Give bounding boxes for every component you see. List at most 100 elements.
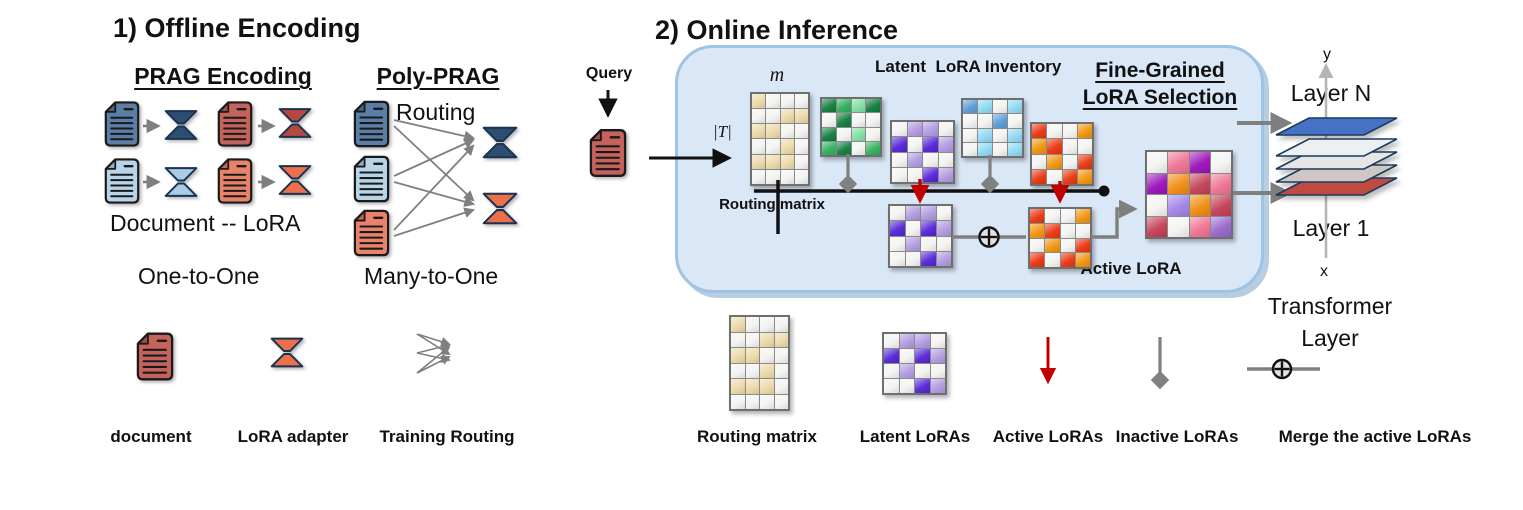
selected-lora-matrix-purple — [888, 204, 953, 268]
matrix-cell — [1168, 173, 1189, 194]
routing-label: Routing — [396, 99, 476, 125]
matrix-cell — [1047, 139, 1062, 154]
matrix-cell — [780, 94, 794, 109]
matrix-cell — [905, 236, 920, 251]
matrix-cell — [1075, 238, 1090, 253]
matrix-cell — [1147, 216, 1168, 237]
legend-label-routing-matrix: Routing matrix — [697, 427, 817, 446]
lora-adapter-icon — [482, 192, 518, 225]
matrix-cell — [907, 137, 922, 152]
matrix-cell — [963, 128, 977, 142]
selected-lora-matrix-red — [1028, 207, 1092, 269]
transformer-layer-mid — [1275, 138, 1398, 157]
matrix-cell — [884, 334, 899, 348]
document-icon — [353, 209, 390, 257]
document-icon — [104, 101, 140, 147]
matrix-cell — [822, 113, 836, 127]
legend-label-merge-active-loras: Merge the active LoRAs — [1278, 427, 1472, 446]
matrix-cell — [1147, 195, 1168, 216]
matrix-cell — [915, 364, 930, 378]
matrix-cell — [890, 221, 905, 236]
matrix-cell — [890, 251, 905, 266]
matrix-cell — [1045, 223, 1060, 238]
matrix-cell — [731, 332, 745, 347]
matrix-cell — [1047, 154, 1062, 169]
training-routing-icon — [416, 333, 451, 374]
legend-label-document: document — [110, 427, 192, 446]
many-to-one-caption: Many-to-One — [364, 263, 499, 289]
matrix-cell — [890, 236, 905, 251]
matrix-cell — [905, 251, 920, 266]
matrix-cell — [884, 379, 899, 393]
matrix-cell — [1077, 154, 1092, 169]
matrix-cell — [745, 348, 759, 363]
latent-lora-matrix-red — [1030, 122, 1094, 186]
matrix-cell — [794, 109, 808, 124]
matrix-cell — [752, 94, 766, 109]
matrix-cell — [766, 124, 780, 139]
tasks-dimension-label: |T| — [713, 122, 732, 141]
lora-adapter-icon — [482, 126, 518, 159]
legend-label-active-loras: Active LoRAs — [992, 427, 1104, 446]
matrix-cell — [794, 124, 808, 139]
matrix-cell — [836, 127, 851, 141]
section-title-online: 2) Online Inference — [655, 15, 899, 45]
latent-lora-matrix-blue — [961, 98, 1024, 158]
matrix-cell — [930, 334, 945, 348]
matrix-cell — [1189, 152, 1210, 173]
matrix-cell — [774, 348, 788, 363]
matrix-cell — [1047, 124, 1062, 139]
matrix-cell — [938, 152, 953, 167]
matrix-cell — [774, 363, 788, 378]
matrix-cell — [892, 137, 907, 152]
transformer-layer-stack — [1275, 117, 1398, 196]
lora-adapter-icon — [278, 165, 312, 195]
matrix-cell — [923, 167, 938, 182]
matrix-cell — [766, 139, 780, 154]
matrix-cell — [892, 167, 907, 182]
transformer-caption-line2: Layer — [1301, 325, 1359, 351]
matrix-cell — [731, 363, 745, 378]
matrix-cell — [780, 154, 794, 169]
matrix-cell — [963, 114, 977, 128]
matrix-cell — [780, 109, 794, 124]
matrix-cell — [892, 152, 907, 167]
matrix-cell — [760, 394, 774, 409]
latent-loras-icon — [882, 332, 947, 395]
matrix-cell — [866, 127, 880, 141]
matrix-cell — [760, 317, 774, 332]
matrix-cell — [760, 348, 774, 363]
active-lora-merged-matrix — [1145, 150, 1233, 239]
matrix-cell — [780, 139, 794, 154]
section-title-offline: 1) Offline Encoding — [113, 13, 361, 43]
lora-adapter-icon — [270, 337, 304, 368]
matrix-cell — [892, 122, 907, 137]
transformer-caption-line1: Transformer — [1267, 293, 1393, 319]
matrix-cell — [899, 334, 914, 348]
matrix-cell — [993, 142, 1007, 156]
matrix-cell — [1032, 154, 1047, 169]
matrix-cell — [794, 94, 808, 109]
fine-grained-label-line2: LoRA Selection — [1082, 86, 1238, 109]
training-routing-arrows — [393, 119, 476, 237]
matrix-cell — [866, 141, 880, 155]
matrix-cell — [836, 99, 851, 113]
matrix-cell — [936, 251, 951, 266]
matrix-cell — [936, 206, 951, 221]
matrix-cell — [752, 124, 766, 139]
matrix-cell — [822, 127, 836, 141]
lora-adapter-icon — [164, 110, 198, 140]
matrix-cell — [915, 334, 930, 348]
poly-prag-heading: Poly-PRAG — [376, 63, 500, 89]
routing-matrix-label: Routing matrix — [719, 196, 825, 213]
matrix-cell — [890, 206, 905, 221]
matrix-cell — [1045, 209, 1060, 223]
matrix-cell — [851, 99, 866, 113]
matrix-cell — [745, 379, 759, 394]
matrix-cell — [930, 364, 945, 378]
matrix-cell — [866, 99, 880, 113]
query-document-icon — [589, 128, 627, 178]
matrix-cell — [780, 124, 794, 139]
matrix-cell — [1062, 139, 1077, 154]
